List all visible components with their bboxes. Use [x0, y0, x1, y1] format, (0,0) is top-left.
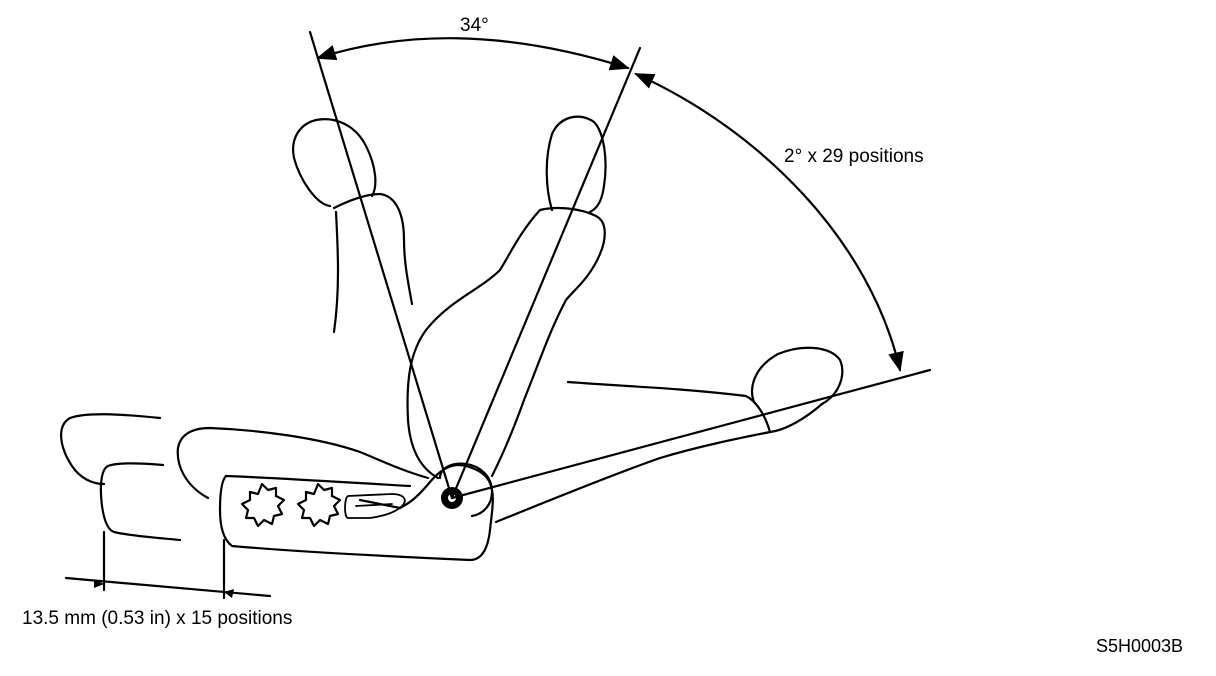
seat-cushion-outline: [176, 426, 430, 500]
recline-range-arc: [634, 72, 904, 372]
slide-steps-label: 13.5 mm (0.53 in) x 15 positions: [22, 608, 293, 629]
slide-dimension: [64, 530, 272, 600]
upright-seatback: [292, 118, 414, 334]
recline-reference-lines: [308, 30, 932, 500]
slide-adjuster-gear-front: [240, 482, 286, 528]
middle-seatback: [406, 115, 607, 480]
seat-frame: [218, 463, 494, 562]
figure-code: S5H0003B: [1096, 636, 1184, 656]
slide-adjuster-gear-rear: [296, 482, 342, 528]
recline-angle-label: 34°: [460, 15, 489, 36]
recline-steps-label: 2° x 29 positions: [784, 146, 924, 167]
reclined-seatback: [494, 346, 844, 524]
recline-angle-arc: [316, 37, 630, 71]
front-seat-cushion-outline: [60, 413, 182, 542]
